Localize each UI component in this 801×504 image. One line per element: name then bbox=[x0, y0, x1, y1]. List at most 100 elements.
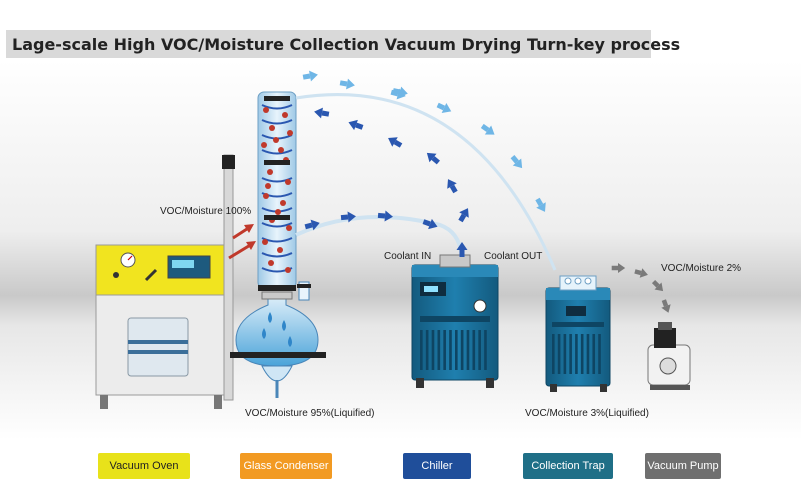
voc-particle bbox=[265, 183, 271, 189]
flask-neck bbox=[261, 291, 293, 300]
vent-slot bbox=[557, 334, 561, 374]
flask-side-port bbox=[298, 281, 310, 301]
badge-chiller-label: Chiller bbox=[421, 460, 453, 472]
liquid-drop-icon bbox=[262, 328, 266, 339]
oven-window bbox=[127, 317, 189, 377]
vent-slot bbox=[449, 330, 452, 370]
trap-display bbox=[566, 306, 586, 316]
oven-window-stripe bbox=[128, 350, 188, 354]
flask-support-ring bbox=[230, 352, 326, 358]
badge-vacuum-oven: Vacuum Oven bbox=[98, 453, 190, 479]
flow-arrow-icon bbox=[388, 137, 403, 148]
pump-inlet bbox=[658, 322, 672, 330]
flow-arrow-icon bbox=[436, 102, 452, 113]
vapor-line bbox=[295, 93, 557, 271]
glass-condenser bbox=[230, 91, 326, 398]
flow-arrow-icon bbox=[535, 197, 546, 212]
oven-foot bbox=[214, 395, 222, 409]
vent-slot bbox=[431, 330, 435, 370]
vent-slot bbox=[420, 330, 423, 370]
condenser-stand-pole bbox=[223, 154, 234, 401]
voc-arrowhead-icon bbox=[246, 241, 256, 250]
vent-slot bbox=[575, 334, 578, 374]
chiller bbox=[411, 254, 499, 388]
badge-collection-trap: Collection Trap bbox=[523, 453, 613, 479]
label-voc-2: VOC/Moisture 2% bbox=[661, 263, 742, 274]
flask-clamp bbox=[297, 284, 311, 288]
vent-slot bbox=[598, 334, 601, 374]
condenser-clamp bbox=[258, 285, 296, 291]
chiller-panel-line bbox=[420, 316, 490, 322]
label-voc-100: VOC/Moisture 100% bbox=[160, 206, 252, 217]
voc-particle bbox=[268, 260, 274, 266]
voc-particle bbox=[285, 179, 291, 185]
voc-particle bbox=[273, 137, 279, 143]
vent-slot bbox=[460, 330, 464, 370]
vent-slot bbox=[425, 330, 429, 370]
trap-vents bbox=[552, 334, 601, 374]
vent-slot bbox=[472, 330, 476, 370]
label-voc-3: VOC/Moisture 3%(Liquified) bbox=[525, 408, 649, 419]
vacuum-oven bbox=[95, 244, 230, 409]
voc-particle bbox=[261, 142, 267, 148]
flow-arrow-icon bbox=[302, 70, 318, 82]
trap-panel-line bbox=[552, 322, 604, 327]
page-title: Lage-scale High VOC/Moisture Collection … bbox=[12, 35, 681, 54]
vapor-tube bbox=[295, 215, 464, 259]
vent-slot bbox=[580, 334, 584, 374]
knob-icon bbox=[113, 272, 119, 278]
pump-motor bbox=[654, 328, 676, 348]
pump-base bbox=[650, 385, 690, 390]
flow-arrow-icon bbox=[392, 86, 408, 98]
collection-trap bbox=[545, 275, 611, 392]
badge-glass-condenser-label: Glass Condenser bbox=[243, 460, 329, 472]
voc-particle bbox=[263, 107, 269, 113]
chiller-top bbox=[412, 265, 498, 277]
flow-arrow-icon bbox=[651, 279, 664, 292]
chiller-display-screen bbox=[424, 286, 438, 292]
flow-arrow-icon bbox=[611, 263, 626, 273]
trap-top bbox=[546, 288, 610, 300]
chiller-vents bbox=[420, 330, 487, 370]
vent-slot bbox=[455, 330, 458, 370]
oven-display-screen bbox=[172, 260, 194, 268]
trap-wheel bbox=[550, 384, 557, 392]
flow-arrow-icon bbox=[340, 211, 356, 223]
flow-arrow-icon bbox=[426, 152, 440, 165]
flask-drain bbox=[261, 365, 293, 382]
liquid-drop-icon bbox=[268, 312, 272, 323]
flow-arrows bbox=[302, 70, 671, 313]
vent-slot bbox=[466, 330, 470, 370]
chiller-wheel bbox=[486, 378, 494, 388]
voc-particle bbox=[269, 125, 275, 131]
trap-port bbox=[574, 277, 582, 285]
voc-particle bbox=[262, 239, 268, 245]
condenser-clamp bbox=[264, 215, 290, 220]
flow-arrow-icon bbox=[314, 107, 330, 119]
flow-arrow-icon bbox=[447, 179, 458, 194]
voc-particle bbox=[278, 147, 284, 153]
pump-fan-icon bbox=[659, 357, 677, 375]
flow-arrow-icon bbox=[480, 123, 495, 135]
vent-slot bbox=[478, 330, 481, 370]
badge-vacuum-pump-label: Vacuum Pump bbox=[647, 460, 719, 472]
label-coolant-in: Coolant IN bbox=[384, 251, 432, 262]
flow-arrow-icon bbox=[634, 268, 648, 278]
voc-particle bbox=[277, 247, 283, 253]
flow-arrow-icon bbox=[377, 210, 393, 222]
liquid-drop-icon bbox=[288, 336, 292, 347]
voc-particle bbox=[282, 112, 288, 118]
voc-particle bbox=[263, 193, 269, 199]
trap-port bbox=[564, 277, 572, 285]
vent-slot bbox=[592, 334, 596, 374]
voc-flow-arrow bbox=[228, 242, 253, 260]
voc-arrowhead-icon bbox=[244, 224, 254, 233]
vent-slot bbox=[437, 330, 441, 370]
flow-arrow-icon bbox=[339, 78, 355, 90]
badge-vacuum-pump: Vacuum Pump bbox=[645, 453, 721, 479]
badge-collection-trap-label: Collection Trap bbox=[531, 460, 605, 472]
flow-arrow-icon bbox=[304, 219, 320, 231]
voc-particle bbox=[275, 209, 281, 215]
flow-arrow-icon bbox=[458, 208, 469, 223]
